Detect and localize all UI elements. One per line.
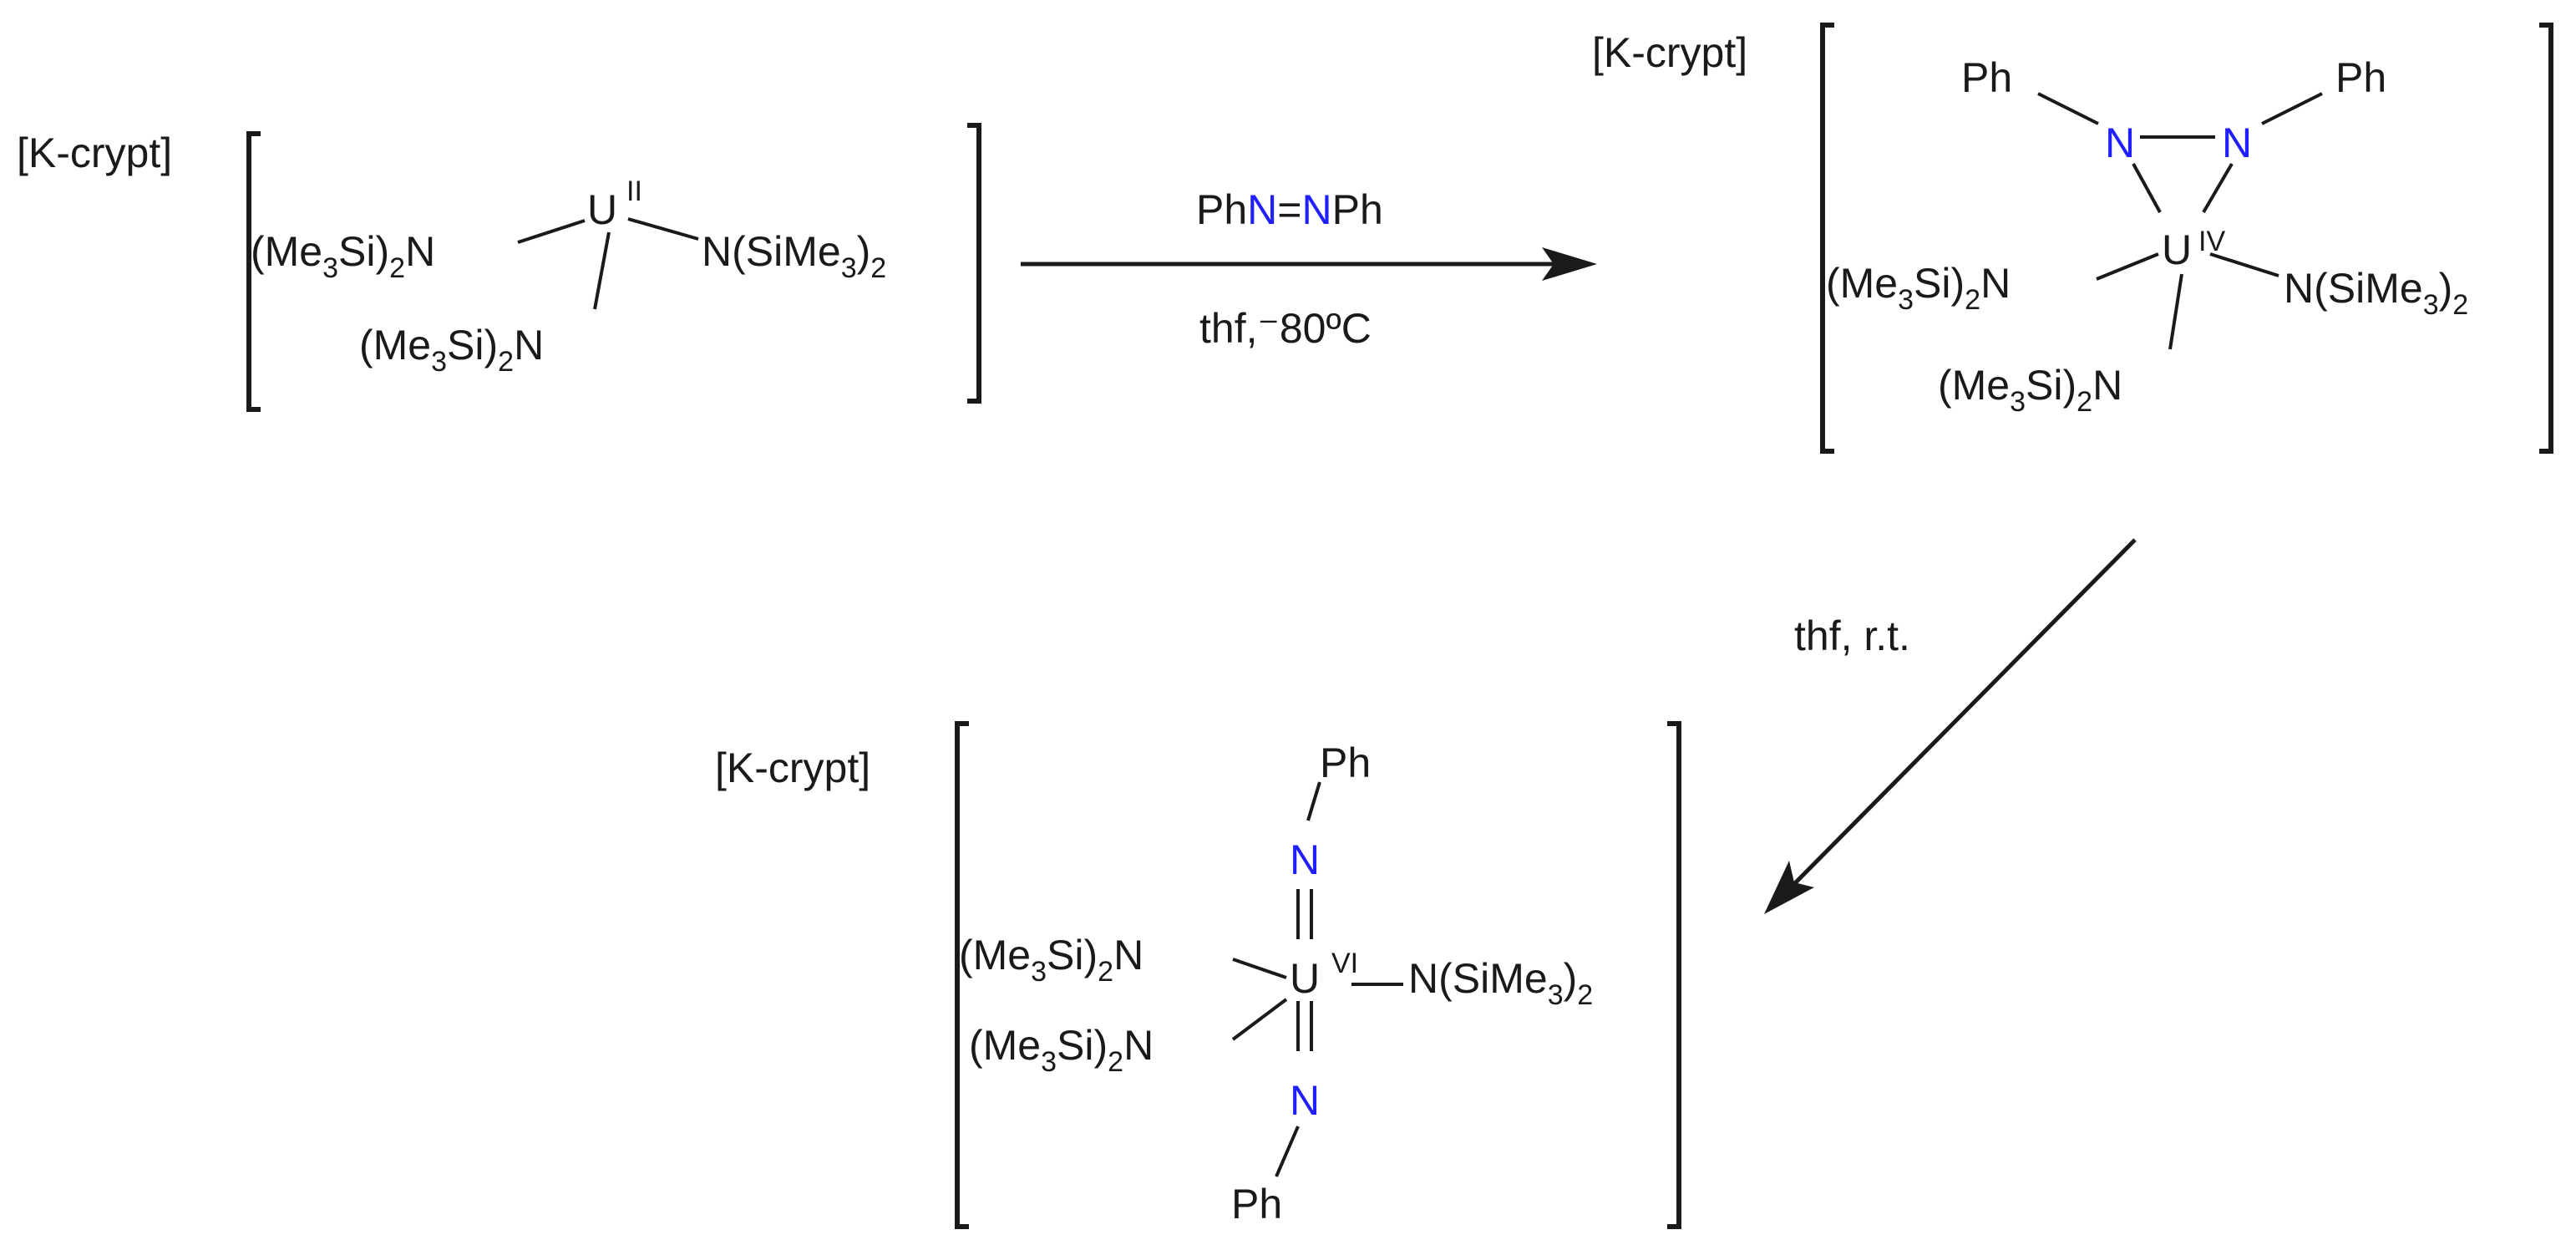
reagent-azobenzene: PhN=NPh <box>1196 186 1383 233</box>
amide-bottom: (Me3Si)2N <box>359 322 544 378</box>
bond-ph-n <box>2261 92 2323 125</box>
arrow-2-head <box>1764 861 1814 914</box>
amide-left: (Me3Si)2N <box>1826 260 2011 316</box>
bond-u-n <box>2202 162 2234 214</box>
bond-u-n <box>2132 163 2162 213</box>
oxidation-state: VI <box>1331 948 1358 979</box>
reaction-arrow-2: thf, r.t. <box>1764 538 2137 914</box>
amide-left: (Me3Si)2N <box>251 228 435 284</box>
bond-u-n-left <box>517 219 586 244</box>
bracket-right <box>2539 23 2553 454</box>
uranium-atom: U <box>587 186 617 233</box>
bond-ph-n <box>2037 92 2099 125</box>
nitrogen-atom: N <box>2105 119 2135 166</box>
arrow-1-head <box>1542 247 1597 281</box>
cation-label: [K-crypt] <box>1592 29 1747 76</box>
bond-u-n-left <box>2096 252 2159 281</box>
intermediate-complex: [K-crypt] Ph Ph N N U IV (Me3Si)2N N(SiM… <box>1592 23 2553 454</box>
phenyl-label: Ph <box>2335 54 2386 101</box>
oxidation-state: II <box>626 175 642 207</box>
amide-right: N(SiMe3)2 <box>1408 955 1593 1011</box>
bond-u-n-right <box>2209 252 2279 277</box>
amide-right: N(SiMe3)2 <box>702 228 886 284</box>
phenyl-label: Ph <box>1231 1181 1282 1227</box>
bracket-right <box>967 123 981 404</box>
amide-left-upper: (Me3Si)2N <box>959 932 1143 988</box>
bond-u-n-right <box>627 217 699 241</box>
bond-u-n-left-upper <box>1232 958 1287 979</box>
reaction-arrow-1: PhN=NPh thf,⁻80ºC <box>1021 186 1597 352</box>
cation-label: [K-crypt] <box>17 130 172 176</box>
cation-label: [K-crypt] <box>715 745 870 791</box>
nitrogen-atom: N <box>1290 1077 1320 1124</box>
product-complex: [K-crypt] Ph N U VI (Me3Si)2N (Me3Si)2N … <box>715 721 1681 1229</box>
amide-left-lower: (Me3Si)2N <box>969 1022 1154 1078</box>
bracket-left <box>1820 23 1834 454</box>
conditions-2: thf, r.t. <box>1794 612 1910 659</box>
arrow-2-shaft <box>1786 538 2137 892</box>
uranium-atom: U <box>2162 226 2192 273</box>
bracket-left <box>955 721 969 1229</box>
starting-complex: [K-crypt] U II (Me3Si)2N N(SiMe3)2 (Me3S… <box>17 123 981 412</box>
uranium-atom: U <box>1290 955 1320 1002</box>
bond-u-n-left-lower <box>1231 998 1288 1041</box>
phenyl-label: Ph <box>1320 739 1371 786</box>
bond-u-n-bottom <box>593 231 611 310</box>
nitrogen-atom: N <box>1290 836 1320 883</box>
bond-n-ph <box>1306 781 1321 821</box>
bond-n-ph <box>1275 1126 1300 1177</box>
bond-u-n-bottom <box>2168 273 2183 350</box>
bracket-right <box>1667 721 1681 1229</box>
phenyl-label: Ph <box>1961 54 2012 101</box>
amide-bottom: (Me3Si)2N <box>1938 362 2122 418</box>
conditions-1: thf,⁻80ºC <box>1199 305 1372 352</box>
oxidation-state: IV <box>2198 226 2225 257</box>
amide-right: N(SiMe3)2 <box>2284 265 2468 321</box>
bracket-left <box>246 131 261 412</box>
nitrogen-atom: N <box>2222 119 2252 166</box>
